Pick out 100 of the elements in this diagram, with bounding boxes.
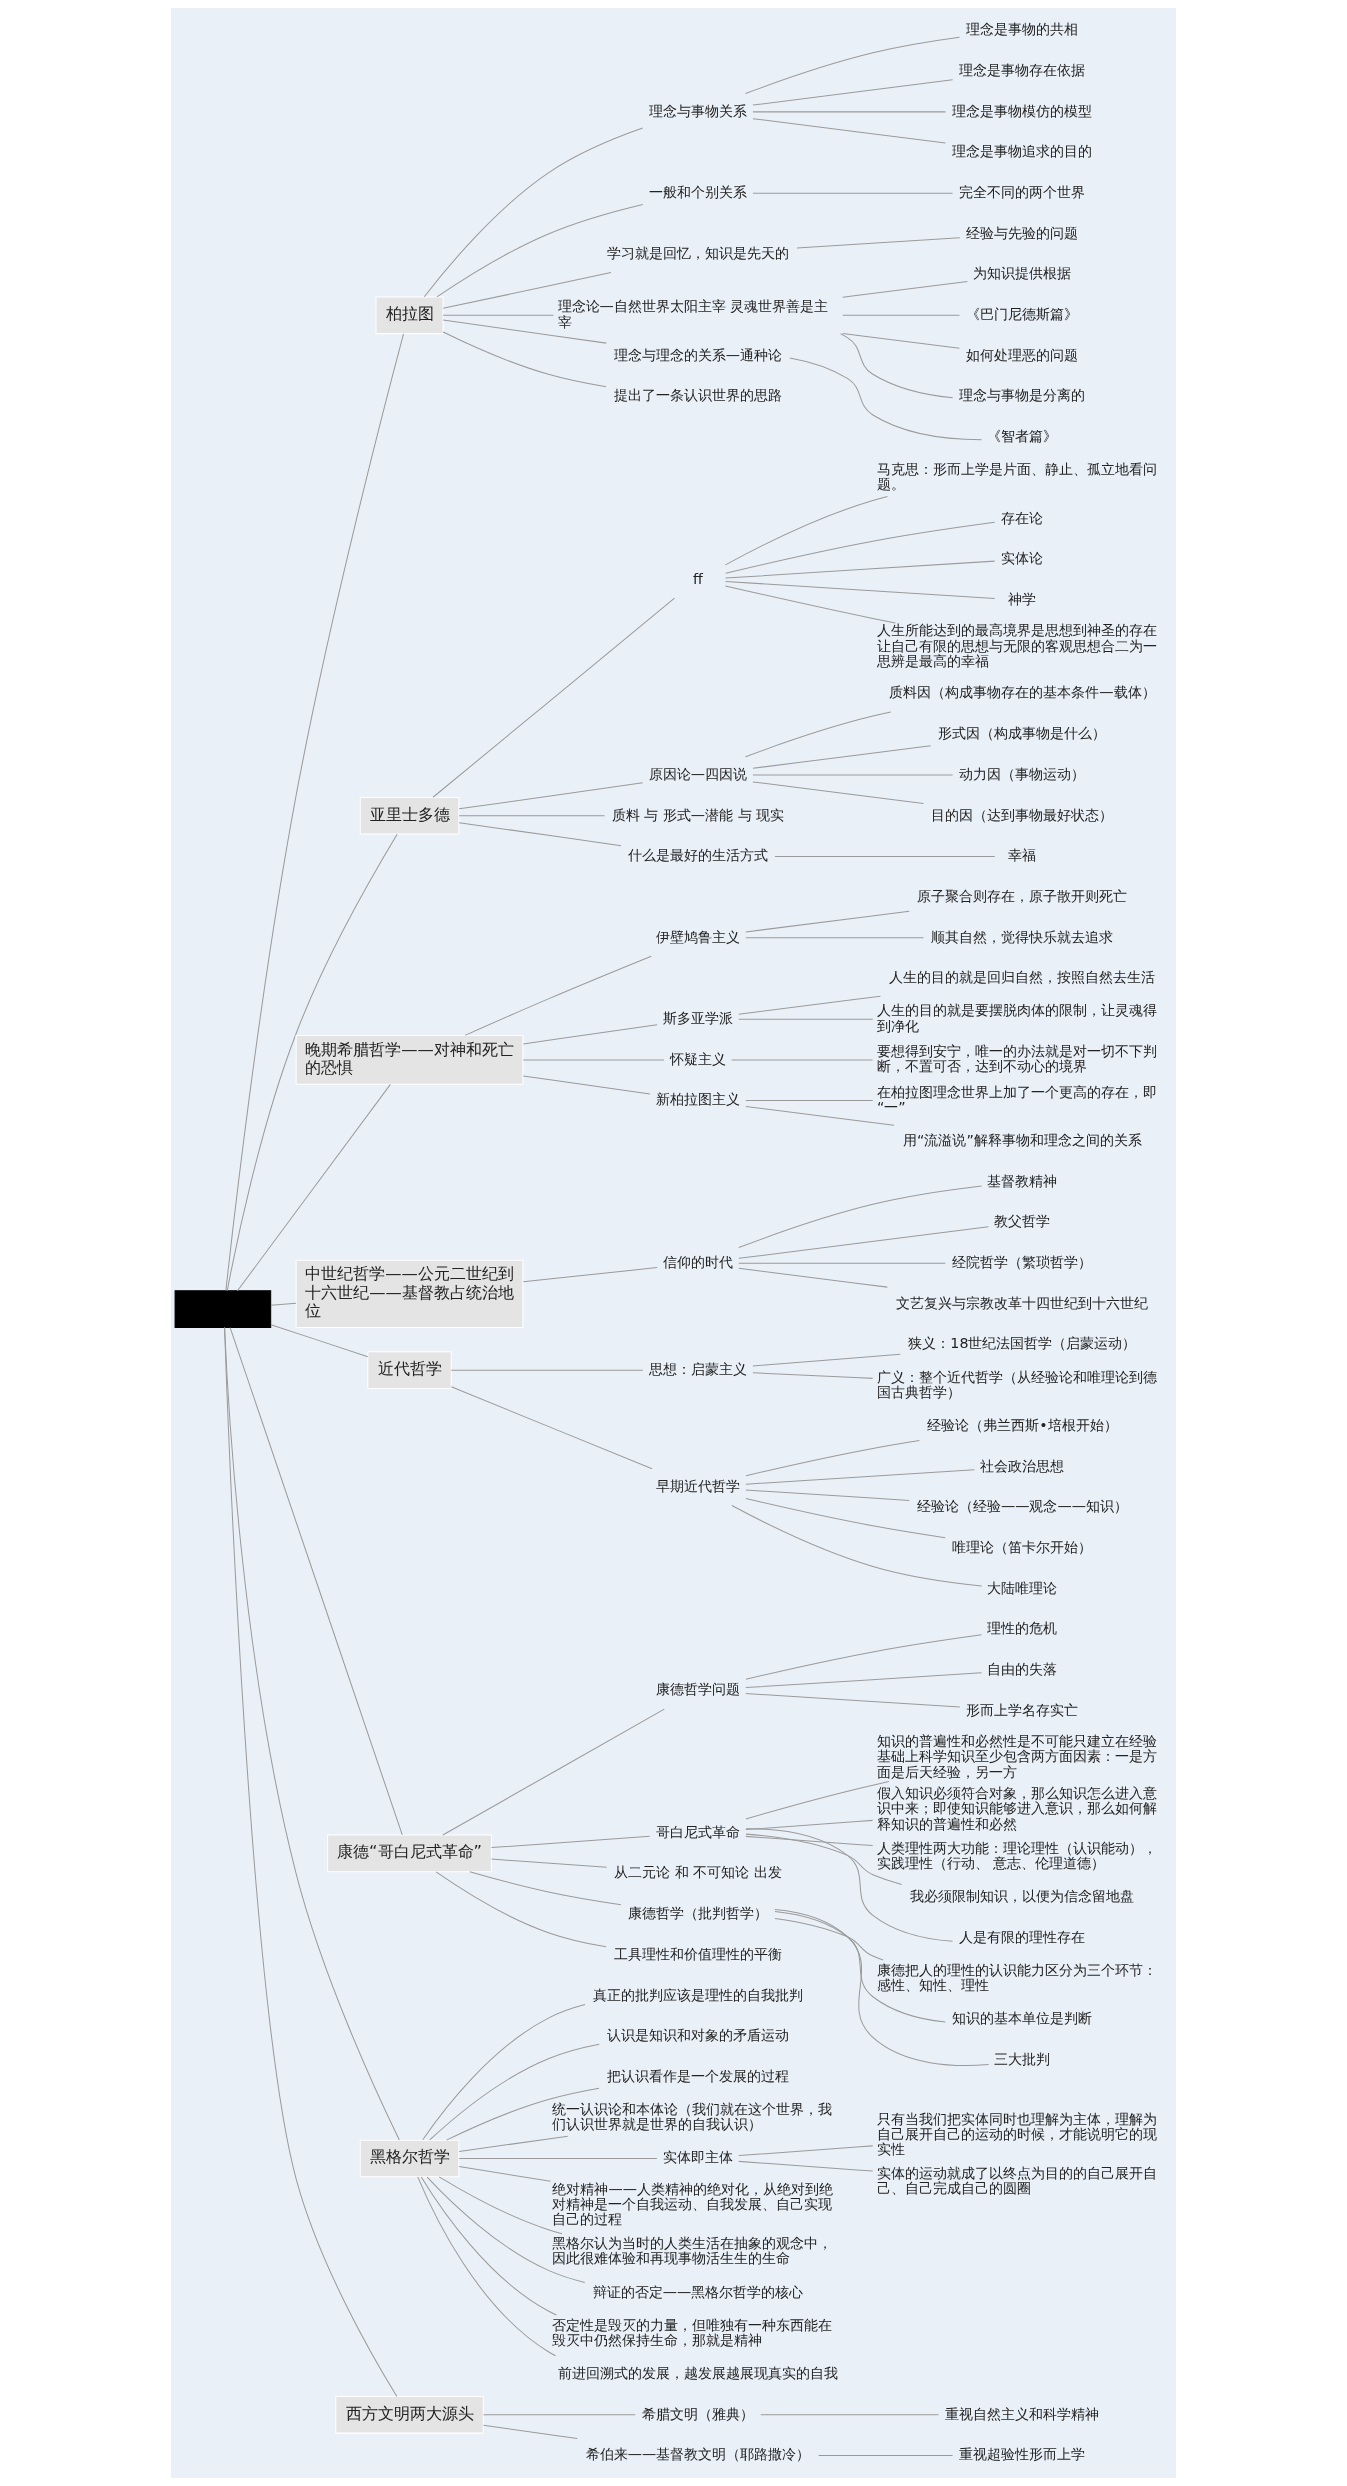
node-text: 基督教精神	[987, 1172, 1058, 1189]
connector	[450, 1386, 653, 1470]
connector	[745, 1819, 874, 1831]
connector	[774, 1909, 990, 2066]
node-text: 人类理性两大功能：理论理性（认识能动），实践理性（行动、 意志、伦理道德）	[876, 1839, 1157, 1871]
connector	[842, 332, 960, 349]
node-text: 顺其自然，觉得快乐就去追求	[931, 928, 1114, 945]
connector	[458, 2135, 569, 2153]
connector	[752, 192, 954, 194]
connector	[270, 1302, 297, 1306]
connector	[438, 2176, 563, 2235]
connector	[745, 1106, 895, 1126]
connector	[760, 2414, 939, 2416]
node-text: 理念是事物的共相	[966, 21, 1079, 38]
node-text: ff	[693, 570, 703, 587]
node-text: 康德哲学（批判哲学）	[627, 1905, 768, 1922]
node-text: 形式因（构成事物是什么）	[938, 725, 1107, 742]
node-text: 从二元论 和 不可知论 出发	[614, 1864, 782, 1881]
connector	[745, 36, 960, 95]
connector	[429, 2043, 600, 2141]
connector	[745, 937, 925, 939]
connector	[420, 2176, 557, 2316]
node-text: 希腊文明（雅典）	[641, 2405, 754, 2422]
node-text: 知识的基本单位是判断	[952, 2009, 1093, 2026]
connector	[445, 2087, 600, 2141]
node-text: 提出了一条认识世界的思路	[613, 387, 782, 404]
connector	[422, 2004, 586, 2141]
connector	[224, 1326, 400, 2141]
node-text: 狭义：18世纪法国哲学（启蒙运动）	[908, 1335, 1137, 1352]
node-text: 我必须限制知识，以便为信念留地盘	[910, 1887, 1135, 1904]
connector	[745, 1835, 874, 1847]
connector	[818, 2455, 954, 2457]
node-text: 教父哲学	[994, 1213, 1051, 1230]
node-text: 社会政治思想	[980, 1457, 1065, 1474]
node-text: 什么是最好的生活方式	[627, 847, 768, 864]
connector	[738, 1267, 888, 1288]
node-text: 幸福	[1008, 847, 1037, 864]
connector	[774, 1917, 884, 1961]
connector	[458, 2157, 658, 2159]
node-text: 只有当我们把实体同时也理解为主体，理解为自己展开自己的运动的时候，才能说明它的现实性	[876, 2110, 1157, 2158]
connector	[745, 1781, 890, 1820]
node-text: 要想得到安宁，唯一的办法就是对一切不下判断，不置可否，达到不动心的境界	[876, 1043, 1157, 1075]
node-box: 柏拉图	[375, 296, 444, 335]
connector	[522, 1075, 651, 1095]
connector	[725, 560, 996, 579]
connector	[745, 1828, 954, 1942]
node-text: 存在论	[1001, 509, 1044, 526]
node-text: 人是有限的理性存在	[959, 1928, 1086, 1945]
connector	[745, 910, 910, 933]
connector	[490, 1835, 651, 1849]
connector	[522, 1059, 665, 1061]
connector	[417, 2176, 557, 2357]
node-box: 晚期希腊哲学——对神和死亡的恐惧	[295, 1035, 524, 1085]
node-text: 前进回溯式的发展，越发展越展现真实的自我	[557, 2364, 838, 2381]
connector	[745, 1440, 920, 1477]
connector	[458, 782, 644, 810]
connector	[840, 333, 954, 399]
node-text: 马克思：形而上学是片面、静止、孤立地看问题。	[876, 461, 1157, 493]
node-text: 工具理性和价值理性的平衡	[613, 1945, 782, 1962]
node-text: 一般和个别关系	[648, 184, 747, 201]
node-text: 理念与事物是分离的	[959, 387, 1086, 404]
connector	[432, 597, 676, 798]
node-text: 为知识提供根据	[973, 265, 1072, 282]
node-text: 经验与先验的问题	[966, 224, 1079, 241]
connector	[752, 781, 925, 804]
node-text: 大陆唯理论	[987, 1579, 1058, 1596]
node-text: 把认识看作是一个发展的过程	[606, 2067, 789, 2084]
connector	[483, 2414, 636, 2416]
connector	[458, 822, 622, 847]
node-text: 否定性是毁灭的力量，但唯独有一种东西能在毁灭中仍然保持生命，那就是精神	[552, 2316, 833, 2348]
connector	[752, 79, 954, 106]
node-text: 经验论（弗兰西斯•培根开始）	[927, 1416, 1118, 1433]
connector	[752, 774, 954, 776]
node-text: 理性的危机	[987, 1620, 1058, 1637]
node-text: 假入知识必须符合对象，那么知识怎么进入意识中来；即使知识能够进入意识，那么如何解释知识的普遍性和必然	[876, 1785, 1157, 1832]
connector	[731, 1059, 874, 1061]
node-text: 形而上学名存实亡	[966, 1701, 1079, 1718]
node-text: 广义：整个近代哲学（从经验论和唯理论到德国古典哲学）	[876, 1368, 1157, 1400]
node-text: 目的因（达到事物最好状态）	[931, 806, 1114, 823]
connector	[842, 280, 968, 298]
node-text: 新柏拉图主义	[655, 1091, 740, 1108]
node-text: 经验论（经验——观念——知识）	[916, 1498, 1128, 1515]
connector	[225, 333, 404, 1291]
connector	[469, 1871, 622, 1906]
node-text: 原因论—四因说	[648, 765, 748, 782]
connector	[738, 2160, 874, 2172]
connector	[796, 237, 961, 249]
connector	[522, 1024, 658, 1045]
connector	[745, 1469, 975, 1485]
node-text: 唯理论（笛卡尔开始）	[952, 1538, 1093, 1555]
node-text: 黑格尔认为当时的人类生活在抽象的观念中，因此很难体验和再现事物活生生的生命	[552, 2235, 833, 2267]
connector	[442, 319, 607, 344]
node-text: 实体论	[1001, 550, 1044, 567]
connector	[738, 1018, 874, 1020]
connector	[738, 2145, 874, 2157]
node-text: 伊壁鸠鲁主义	[655, 928, 740, 945]
node-text: 认识是知识和对象的矛盾运动	[606, 2027, 789, 2044]
node-box: 近代哲学	[367, 1351, 452, 1389]
node-text: 思想：启蒙主义	[648, 1360, 747, 1377]
node-text: 理念是事物追求的目的	[952, 143, 1093, 160]
